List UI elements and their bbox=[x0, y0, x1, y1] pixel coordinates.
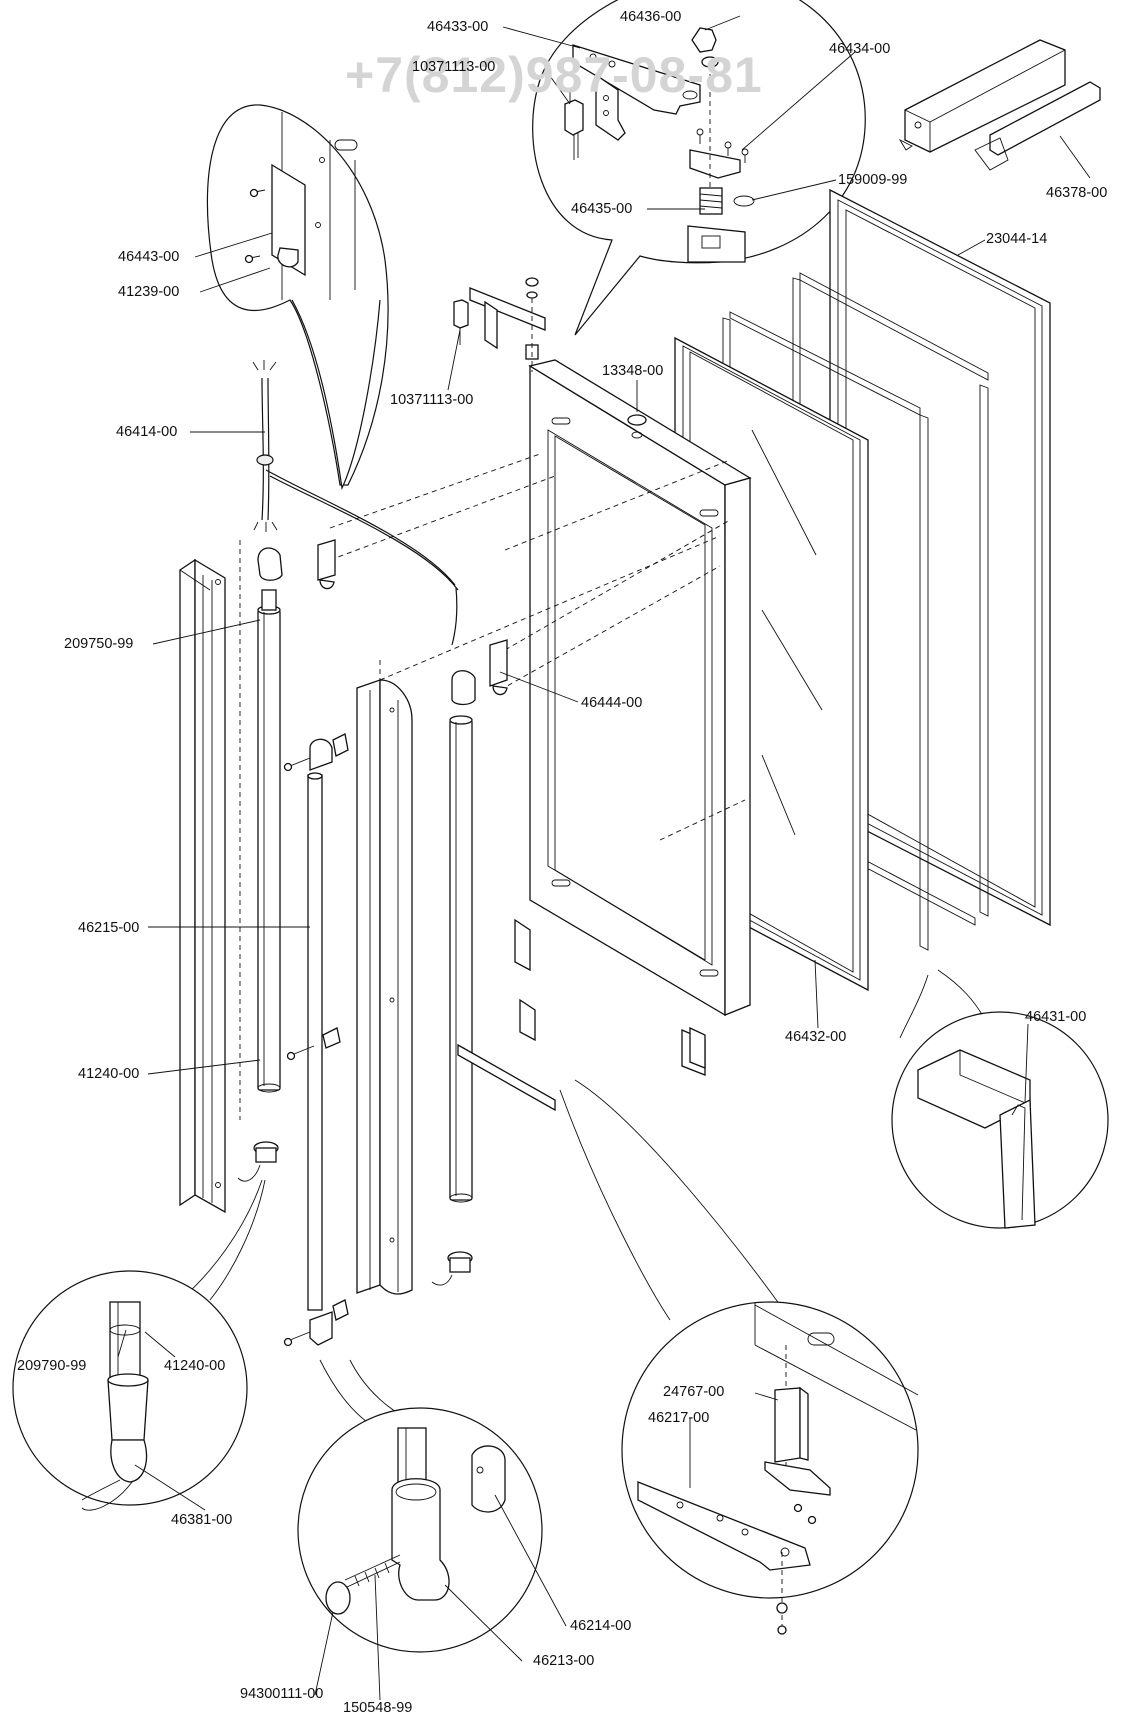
label-10371113-00-top: 10371113-00 bbox=[412, 59, 495, 75]
left-top-detail-bubble bbox=[206, 104, 389, 491]
label-46435-00: 46435-00 bbox=[571, 201, 632, 217]
label-94300111-00: 94300111-00 bbox=[240, 1686, 323, 1702]
right-tube bbox=[431, 670, 476, 1286]
socket-brackets bbox=[317, 539, 706, 1112]
label-46217-00: 46217-00 bbox=[648, 1410, 709, 1426]
label-209790-99: 209790-99 bbox=[17, 1358, 86, 1374]
bottom-hinge-detail-bubble bbox=[559, 1079, 919, 1635]
label-46431-00: 46431-00 bbox=[1025, 1009, 1086, 1025]
watermark-text: +7(812)987-08-81 bbox=[345, 47, 763, 103]
label-46381-00: 46381-00 bbox=[171, 1512, 232, 1528]
label-46215-00: 46215-00 bbox=[78, 920, 139, 936]
left-profile bbox=[179, 558, 226, 1214]
label-46432-00: 46432-00 bbox=[785, 1029, 846, 1045]
leader-lines bbox=[117, 15, 1091, 1701]
label-24767-00: 24767-00 bbox=[663, 1384, 724, 1400]
label-46436-00: 46436-00 bbox=[620, 9, 681, 25]
part-labels: 46436-00 46433-00 10371113-00 46434-00 1… bbox=[17, 9, 1107, 1713]
gasket-detail-bubble bbox=[891, 969, 1109, 1229]
label-150548-99: 150548-99 bbox=[343, 1700, 412, 1713]
label-46444-00: 46444-00 bbox=[581, 695, 642, 711]
top-hinge-detail-bubble bbox=[532, 0, 866, 336]
right-profile bbox=[356, 679, 413, 1295]
label-46414-00: 46414-00 bbox=[116, 424, 177, 440]
label-10371113-00: 10371113-00 bbox=[390, 392, 473, 408]
label-46433-00: 46433-00 bbox=[427, 19, 488, 35]
label-46213-00: 46213-00 bbox=[533, 1653, 594, 1669]
label-46443-00: 46443-00 bbox=[118, 249, 179, 265]
label-41240-00-detail: 41240-00 bbox=[164, 1358, 225, 1374]
wiring-harness bbox=[252, 360, 459, 646]
socket-detail-bubble bbox=[12, 1179, 266, 1511]
label-46434-00: 46434-00 bbox=[829, 41, 890, 57]
top-hinge-small bbox=[453, 277, 546, 372]
label-159009-99: 159009-99 bbox=[838, 172, 907, 188]
endcap-detail-bubble bbox=[297, 1359, 543, 1653]
label-23044-14: 23044-14 bbox=[986, 231, 1047, 247]
left-tube bbox=[237, 547, 283, 1182]
ballast-part bbox=[898, 39, 1101, 171]
label-46378-00: 46378-00 bbox=[1046, 185, 1107, 201]
door-frame bbox=[528, 359, 752, 1076]
label-41239-00: 41239-00 bbox=[118, 284, 179, 300]
label-41240-00: 41240-00 bbox=[78, 1066, 139, 1082]
mid-tube bbox=[283, 733, 349, 1347]
label-46214-00: 46214-00 bbox=[570, 1618, 631, 1634]
assembly-lines bbox=[239, 453, 746, 1120]
label-13348-00: 13348-00 bbox=[602, 363, 663, 379]
label-209750-99: 209750-99 bbox=[64, 636, 133, 652]
